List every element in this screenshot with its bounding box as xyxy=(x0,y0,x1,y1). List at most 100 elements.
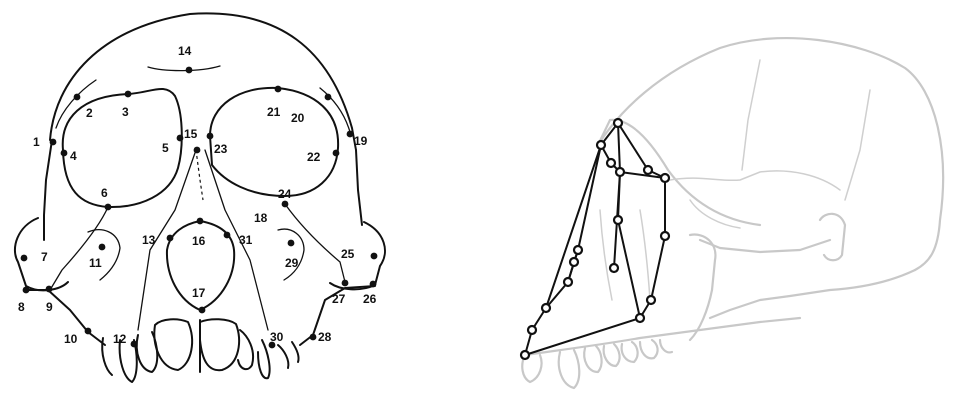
landmark-dot-16 xyxy=(196,217,204,225)
wireframe-node xyxy=(540,302,552,314)
wireframe-node xyxy=(642,164,654,176)
landmark-points xyxy=(20,66,378,349)
wireframe-node xyxy=(595,139,607,151)
right-suborbital-ridge xyxy=(277,228,305,281)
landmark-dot-14 xyxy=(185,66,193,74)
right-zygomatic-arch xyxy=(329,221,386,291)
left-temporal-line xyxy=(55,79,97,129)
right-nasal-side xyxy=(204,149,269,331)
landmark-label-30: 30 xyxy=(270,330,284,344)
landmark-dot-4 xyxy=(60,149,68,157)
wireframe-edge xyxy=(567,249,579,283)
frontal-skull-diagram: 1 2 3 4 5 6 7 8 9 10 11 12 13 14 15 16 1… xyxy=(13,12,386,383)
landmark-label-25: 25 xyxy=(341,247,355,261)
landmark-dot-22 xyxy=(332,149,340,157)
wireframe-edge xyxy=(613,171,621,269)
wireframe-edge xyxy=(617,122,649,171)
right-orbit xyxy=(209,86,340,197)
landmark-dot-7 xyxy=(20,254,28,262)
landmark-label-17: 17 xyxy=(192,286,206,300)
landmark-dot-30 xyxy=(268,341,276,349)
left-lateral-wall xyxy=(43,139,53,241)
wireframe-edge xyxy=(600,122,619,146)
wireframe-node xyxy=(608,262,620,274)
wireframe-edge xyxy=(600,144,612,164)
wireframe-node xyxy=(612,117,624,129)
wireframe-node xyxy=(614,166,626,178)
landmark-label-7: 7 xyxy=(41,250,48,264)
lateral-teeth xyxy=(521,338,674,390)
landmark-label-24: 24 xyxy=(278,187,292,201)
landmark-dot-17 xyxy=(198,306,206,314)
landmark-label-10: 10 xyxy=(64,332,78,346)
landmark-dot-3 xyxy=(124,90,132,98)
landmark-dot-19 xyxy=(346,130,354,138)
wireframe-edge xyxy=(524,317,641,356)
wireframe-edge xyxy=(617,122,621,173)
landmark-dot-9 xyxy=(45,285,53,293)
wireframe-node xyxy=(645,294,657,306)
landmark-dot-21 xyxy=(274,85,282,93)
landmark-dot-13 xyxy=(166,234,174,242)
wireframe-node xyxy=(526,324,538,336)
landmark-dot-10 xyxy=(84,327,92,335)
wireframe-nodes xyxy=(519,117,671,361)
left-maxilla-contour xyxy=(49,206,109,291)
landmark-dot-24 xyxy=(281,200,289,208)
wireframe-edge xyxy=(524,329,533,356)
landmark-label-31: 31 xyxy=(239,233,253,247)
landmark-label-8: 8 xyxy=(18,300,25,314)
nasal-bridge xyxy=(195,149,204,201)
landmark-dot-27 xyxy=(341,279,349,287)
left-nasal-side xyxy=(137,149,197,331)
right-maxilla-contour xyxy=(284,203,346,283)
landmark-dot-25 xyxy=(370,252,378,260)
landmark-label-15: 15 xyxy=(184,127,198,141)
landmark-label-14: 14 xyxy=(178,44,192,58)
wireframe-edge xyxy=(573,249,579,263)
wireframe-edge xyxy=(577,144,602,251)
cranial-vault-outline xyxy=(49,12,357,151)
landmark-label-23: 23 xyxy=(214,142,228,156)
wireframe-edge xyxy=(531,307,547,331)
landmark-dot-6 xyxy=(104,203,112,211)
wireframe-edge xyxy=(647,169,666,179)
landmark-label-13: 13 xyxy=(142,233,156,247)
wireframe-node xyxy=(659,172,671,184)
landmark-dot-23 xyxy=(206,132,214,140)
wireframe-node xyxy=(562,276,574,288)
landmark-dot-20 xyxy=(324,93,332,101)
landmark-label-4: 4 xyxy=(70,149,77,163)
wireframe-edge xyxy=(650,235,666,301)
teeth-row xyxy=(101,318,300,383)
landmark-label-12: 12 xyxy=(113,332,127,346)
landmark-label-5: 5 xyxy=(162,141,169,155)
landmark-label-9: 9 xyxy=(46,300,53,314)
wireframe-node xyxy=(659,230,671,242)
landmark-dot-28 xyxy=(309,333,317,341)
right-alveolar-edge xyxy=(299,285,376,346)
lateral-skull-outline xyxy=(523,36,945,357)
landmark-dot-15 xyxy=(193,146,201,154)
left-zygomatic-arch xyxy=(13,217,69,292)
landmark-dot-29 xyxy=(287,239,295,247)
right-temporal-line xyxy=(319,87,351,133)
landmark-label-19: 19 xyxy=(354,134,368,148)
landmark-label-1: 1 xyxy=(33,135,40,149)
wireframe-node xyxy=(568,256,580,268)
wireframe-node xyxy=(634,312,646,324)
wireframe-edge xyxy=(619,171,666,179)
wireframe-node xyxy=(572,244,584,256)
landmark-label-28: 28 xyxy=(318,330,332,344)
landmark-dot-26 xyxy=(369,280,377,288)
wireframe-edge xyxy=(639,299,652,319)
landmark-dot-5 xyxy=(176,134,184,142)
landmark-label-18: 18 xyxy=(254,211,268,225)
right-lateral-wall xyxy=(355,149,363,226)
landmark-label-22: 22 xyxy=(307,150,321,164)
wireframe-edge xyxy=(610,162,621,173)
landmark-dot-1 xyxy=(49,138,57,146)
landmark-label-2: 2 xyxy=(86,106,93,120)
wireframe-edge xyxy=(545,281,569,309)
wireframe-edge xyxy=(545,144,602,309)
